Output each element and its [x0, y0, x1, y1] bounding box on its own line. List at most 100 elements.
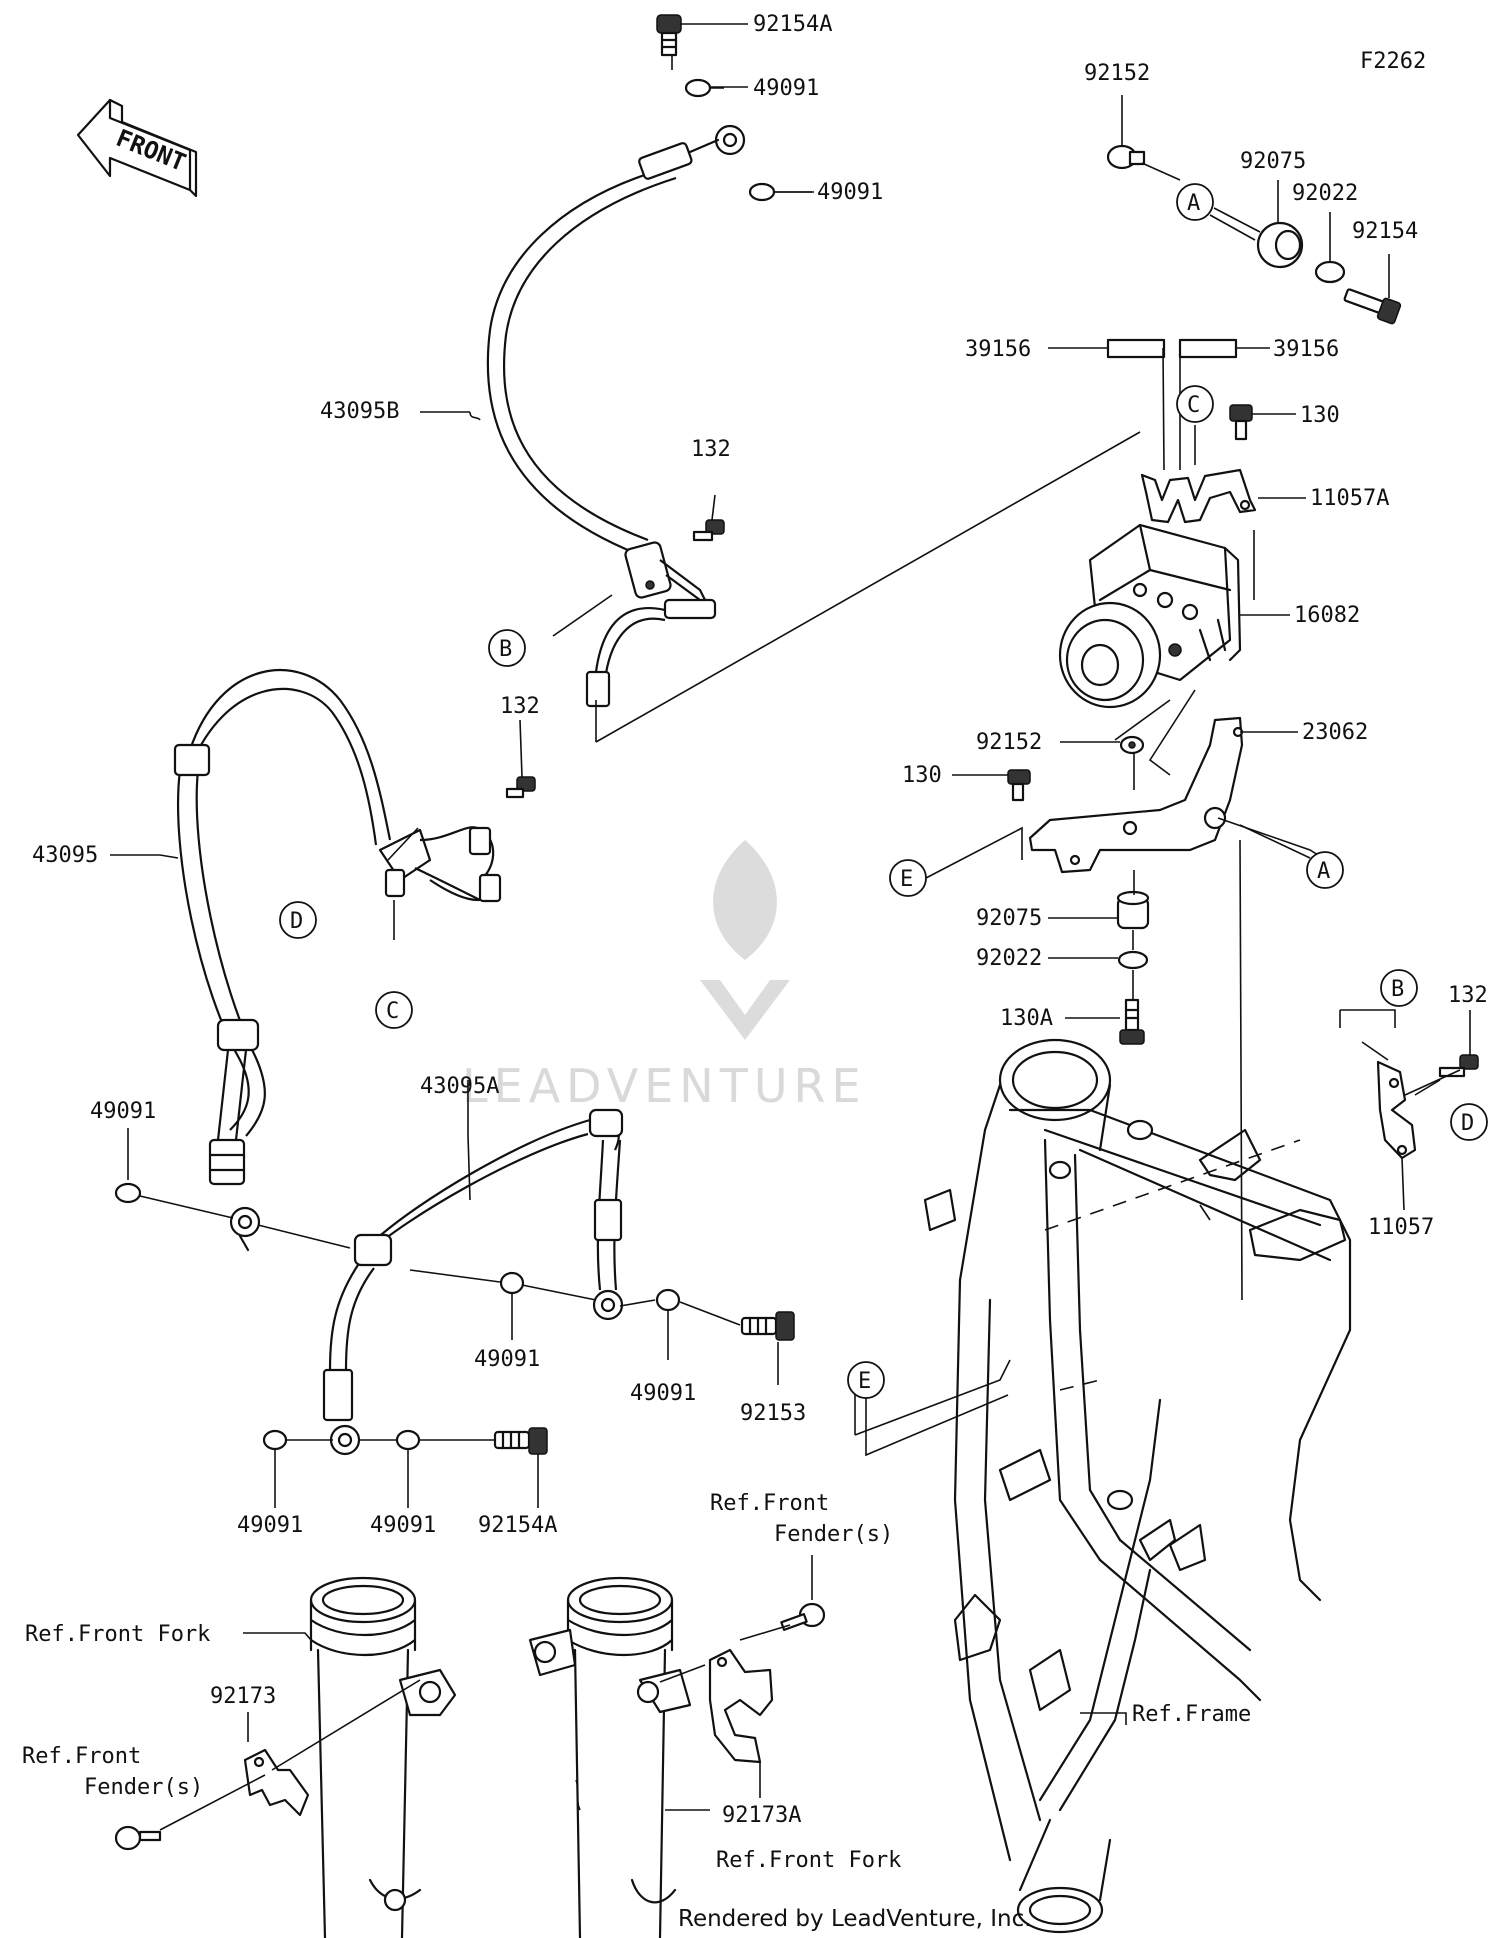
frame-ref	[923, 1038, 1352, 1934]
label-39156-left: 39156	[965, 337, 1031, 362]
label-132-a: 132	[691, 437, 731, 462]
label-92152-mid: 92152	[976, 730, 1042, 755]
svg-text:A: A	[1317, 859, 1330, 884]
washer-49091-d	[499, 1271, 525, 1295]
callout-B-right: B	[1380, 969, 1418, 1007]
label-49091-d: 49091	[474, 1347, 540, 1372]
washer-49091-b	[748, 182, 776, 202]
label-92153: 92153	[740, 1401, 806, 1426]
bolt-132-upper	[692, 519, 725, 542]
bolt-130-mid	[1007, 769, 1031, 802]
svg-text:D: D	[290, 909, 303, 934]
screw-fender-left	[114, 1825, 162, 1851]
collar-92152-mid	[1119, 735, 1145, 755]
ref-front-fork-right: Ref.Front Fork	[716, 1848, 901, 1873]
grommet-92075-mid	[1116, 890, 1150, 930]
label-39156-right: 39156	[1273, 337, 1339, 362]
svg-text:E: E	[858, 1369, 871, 1394]
bolt-92154	[1343, 288, 1402, 325]
brake-hose-43095A	[322, 1108, 624, 1456]
label-130-mid: 130	[902, 763, 942, 788]
washer-92022-mid	[1117, 950, 1149, 970]
label-132-b: 132	[500, 694, 540, 719]
washer-49091-f	[262, 1429, 288, 1451]
callout-E-mid: E	[889, 859, 927, 897]
bolt-92153	[740, 1311, 795, 1341]
brake-hose-43095	[173, 669, 502, 1252]
label-11057: 11057	[1368, 1215, 1434, 1240]
callout-C-top: C	[1176, 385, 1214, 423]
label-92173: 92173	[210, 1684, 276, 1709]
collar-92152-top	[1106, 144, 1146, 170]
watermark-text: LEADVENTURE	[462, 1059, 867, 1113]
ref-front-fender-left-2: Fender(s)	[84, 1775, 203, 1800]
label-92152-top: 92152	[1084, 61, 1150, 86]
svg-text:A: A	[1187, 191, 1200, 216]
diagram-id: F2262	[1360, 49, 1426, 74]
callout-E-lower: E	[847, 1361, 885, 1399]
label-130A: 130A	[1000, 1006, 1053, 1031]
insulator-39156-right	[1178, 338, 1238, 359]
watermark-logo: LEADVENTURE	[462, 840, 867, 1113]
callout-B-upper: B	[488, 629, 526, 667]
bolt-132-right	[1438, 1054, 1479, 1078]
callout-C-left: C	[375, 991, 413, 1029]
label-130-top: 130	[1300, 403, 1340, 428]
bolt-130-top	[1229, 404, 1253, 441]
washer-49091-g	[395, 1429, 421, 1451]
ref-front-fork-left: Ref.Front Fork	[25, 1622, 210, 1647]
label-92075-mid: 92075	[976, 906, 1042, 931]
label-43095A: 43095A	[420, 1074, 499, 1099]
callout-D-left: D	[279, 901, 317, 939]
label-49091-e: 49091	[630, 1381, 696, 1406]
front-fork-left	[309, 1576, 457, 1938]
bracket-11057	[1376, 1060, 1417, 1160]
washer-49091-a	[684, 78, 712, 98]
label-92022-mid: 92022	[976, 946, 1042, 971]
bolt-132-mid	[505, 776, 536, 799]
insulator-39156-left	[1106, 338, 1166, 359]
washer-49091-c	[114, 1182, 142, 1204]
svg-text:B: B	[1391, 977, 1404, 1002]
label-92022-top: 92022	[1292, 181, 1358, 206]
svg-text:D: D	[1461, 1111, 1474, 1136]
label-92154: 92154	[1352, 219, 1418, 244]
label-92154A-bottom: 92154A	[478, 1513, 557, 1538]
ref-front-fender-right-2: Fender(s)	[774, 1522, 893, 1547]
ref-frame: Ref.Frame	[1132, 1702, 1251, 1727]
abs-unit-16082	[1058, 523, 1242, 709]
svg-text:E: E	[900, 867, 913, 892]
label-132-c: 132	[1448, 983, 1488, 1008]
washer-92022-top	[1314, 260, 1346, 284]
label-23062: 23062	[1302, 720, 1368, 745]
clamp-92173A	[708, 1648, 774, 1764]
label-49091-f: 49091	[237, 1513, 303, 1538]
front-arrow-icon: FRONT	[76, 98, 198, 198]
label-49091-b: 49091	[817, 180, 883, 205]
grommet-92075-top	[1256, 221, 1304, 269]
label-92173A: 92173A	[722, 1803, 801, 1828]
label-49091-c: 49091	[90, 1099, 156, 1124]
svg-text:B: B	[499, 637, 512, 662]
ref-front-fender-left-1: Ref.Front	[22, 1744, 141, 1769]
label-92075-top: 92075	[1240, 149, 1306, 174]
brake-hose-43095B	[486, 124, 746, 708]
callout-A-mid: A	[1306, 851, 1344, 889]
label-49091-g: 49091	[370, 1513, 436, 1538]
label-16082: 16082	[1294, 603, 1360, 628]
footer-text: Rendered by LeadVenture, Inc.	[678, 1906, 1032, 1932]
label-11057A: 11057A	[1310, 486, 1389, 511]
label-92154A-top: 92154A	[753, 12, 832, 37]
ref-front-fender-right-1: Ref.Front	[710, 1491, 829, 1516]
banjo-bolt-92154A-top	[656, 14, 682, 57]
bracket-23062	[1028, 716, 1244, 874]
label-43095B: 43095B	[320, 399, 399, 424]
callout-A-top: A	[1176, 183, 1214, 221]
svg-text:C: C	[1187, 393, 1200, 418]
bracket-11057A	[1140, 468, 1257, 524]
callout-D-right: D	[1450, 1103, 1488, 1141]
bolt-130A	[1119, 998, 1145, 1045]
clamp-92173	[243, 1748, 310, 1817]
banjo-bolt-92154A-bottom	[493, 1427, 548, 1455]
